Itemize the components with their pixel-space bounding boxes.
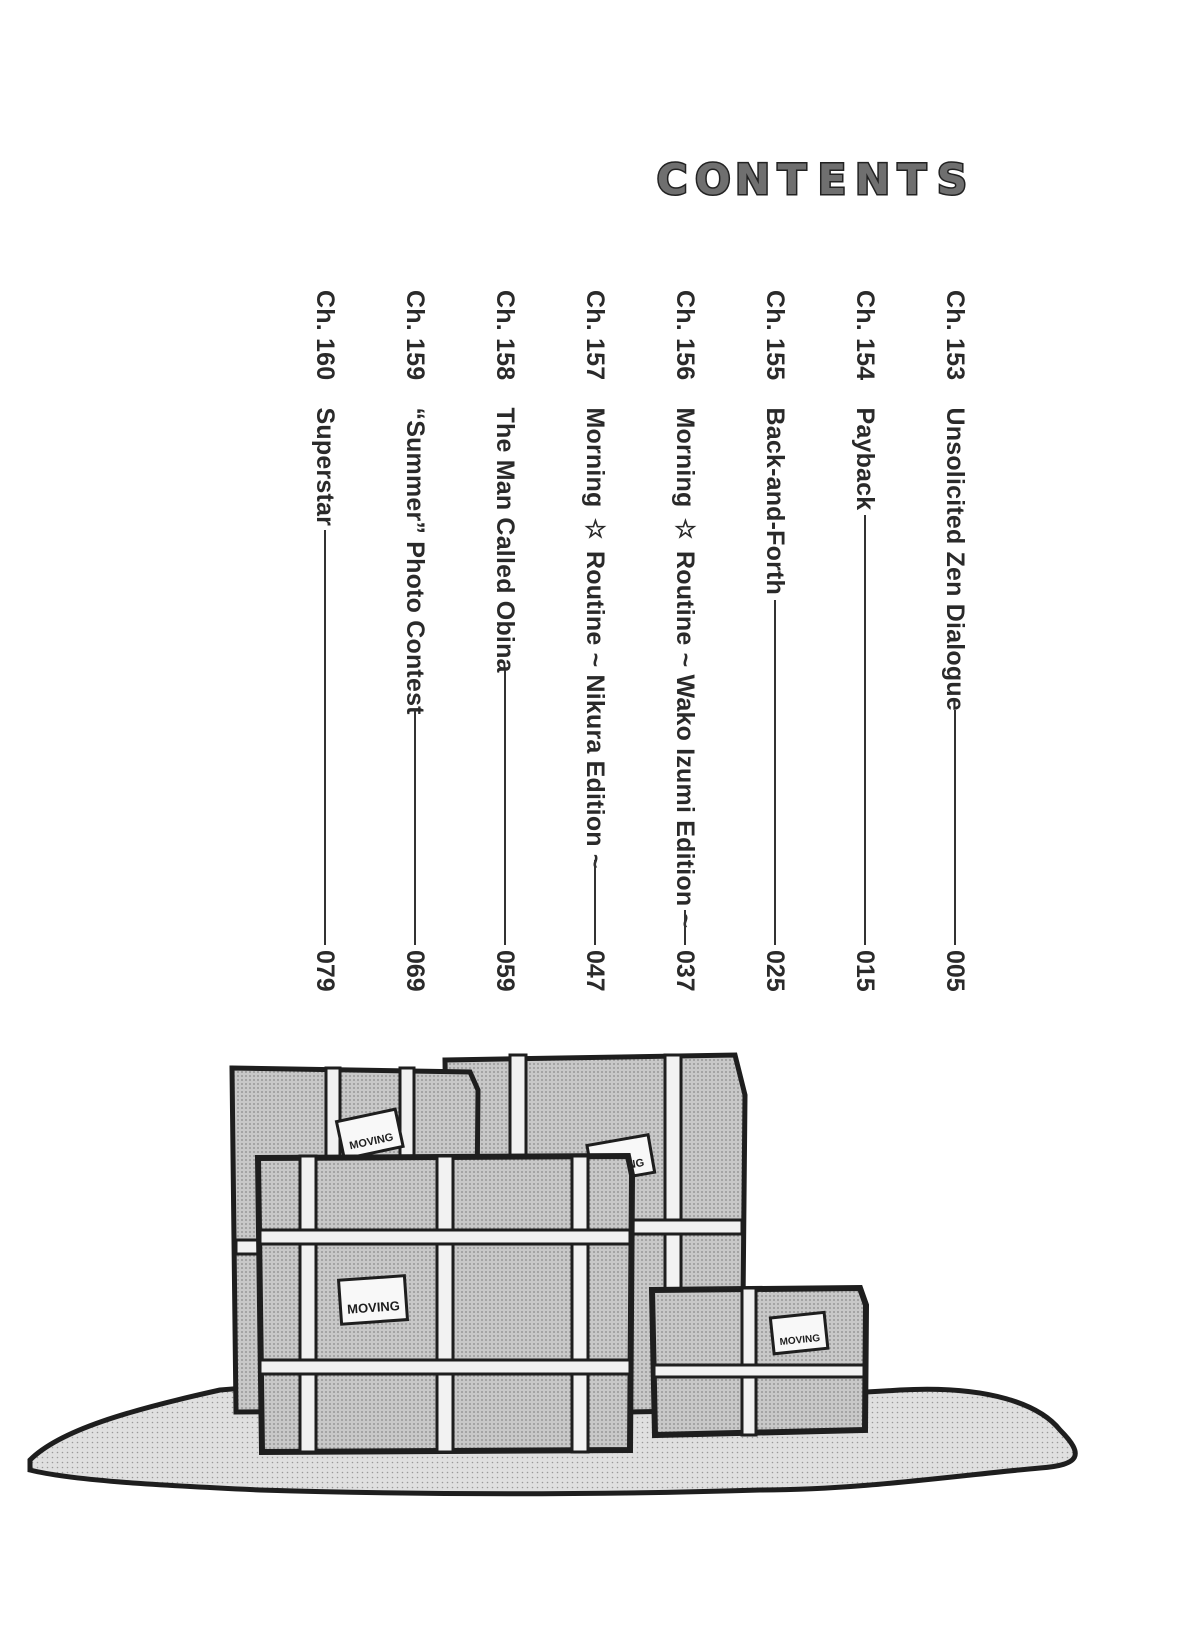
leader-line: [414, 710, 416, 945]
chapter-title: Unsolicited Zen Dialogue: [941, 407, 969, 711]
chapter-title: Morning ☆ Routine ~ Wako Izumi Edition ~: [671, 407, 699, 929]
chapter-number: Ch. 156: [671, 290, 699, 381]
title-letter: S: [935, 155, 968, 204]
page-number: 037: [671, 950, 699, 992]
chapter-number: Ch. 155: [761, 290, 789, 381]
chapter-number: Ch. 160: [311, 290, 339, 381]
chapter-title: “Summer” Photo Contest: [401, 407, 429, 715]
table-of-contents: Ch. 153 Unsolicited Zen Dialogue 005 Ch.…: [310, 290, 970, 992]
title-letter: C: [655, 155, 689, 204]
chapter-title: Superstar: [311, 407, 339, 527]
box-front: MOVING: [254, 1152, 636, 1456]
toc-entry[interactable]: Ch. 153 Unsolicited Zen Dialogue 005: [940, 290, 970, 992]
chapter-title: Payback: [851, 407, 879, 511]
chapter-number: Ch. 158: [491, 290, 519, 381]
toc-entry[interactable]: Ch. 160 Superstar 079: [310, 290, 340, 992]
leader-line: [864, 515, 866, 945]
page-number: 025: [761, 950, 789, 992]
toc-entry[interactable]: Ch. 155 Back-and-Forth 025: [760, 290, 790, 992]
toc-entry[interactable]: Ch. 158 The Man Called Obina 059: [490, 290, 520, 992]
chapter-title: Morning ☆ Routine ~ Nikura Edition ~: [581, 407, 609, 869]
leader-line: [954, 710, 956, 945]
title-letter: E: [816, 155, 848, 204]
page-number: 079: [311, 950, 339, 992]
title-letter: T: [776, 155, 808, 204]
chapter-number: Ch. 157: [581, 290, 609, 381]
leader-line: [594, 860, 596, 945]
chapter-number: Ch. 154: [851, 290, 879, 381]
toc-entry[interactable]: Ch. 156 Morning ☆ Routine ~ Wako Izumi E…: [670, 290, 700, 992]
toc-entry[interactable]: Ch. 154 Payback 015: [850, 290, 880, 992]
page-number: 015: [851, 950, 879, 992]
leader-line: [774, 600, 776, 945]
title-letter: N: [734, 155, 772, 204]
page-number: 059: [491, 950, 519, 992]
page-number: 005: [941, 950, 969, 992]
toc-entry[interactable]: Ch. 157 Morning ☆ Routine ~ Nikura Editi…: [580, 290, 610, 992]
title-letter: N: [854, 155, 892, 204]
chapter-title: The Man Called Obina: [491, 407, 519, 673]
box-small: MOVING: [648, 1284, 870, 1439]
leader-line: [324, 530, 326, 945]
title-letter: T: [896, 155, 928, 204]
toc-entry[interactable]: Ch. 159 “Summer” Photo Contest 069: [400, 290, 430, 992]
leader-line: [684, 910, 686, 945]
chapter-number: Ch. 153: [941, 290, 969, 381]
page-number: 069: [401, 950, 429, 992]
chapter-number: Ch. 159: [401, 290, 429, 381]
title-letter: O: [694, 155, 733, 204]
moving-boxes-illustration: MOVING MOVING MOVING: [27, 1052, 1078, 1497]
page-number: 047: [581, 950, 609, 992]
chapter-title: Back-and-Forth: [761, 407, 789, 596]
box-label: MOVING: [779, 1333, 821, 1348]
leader-line: [504, 670, 506, 945]
contents-title: C O N T E N T S: [655, 150, 995, 210]
box-label: MOVING: [347, 1298, 401, 1317]
